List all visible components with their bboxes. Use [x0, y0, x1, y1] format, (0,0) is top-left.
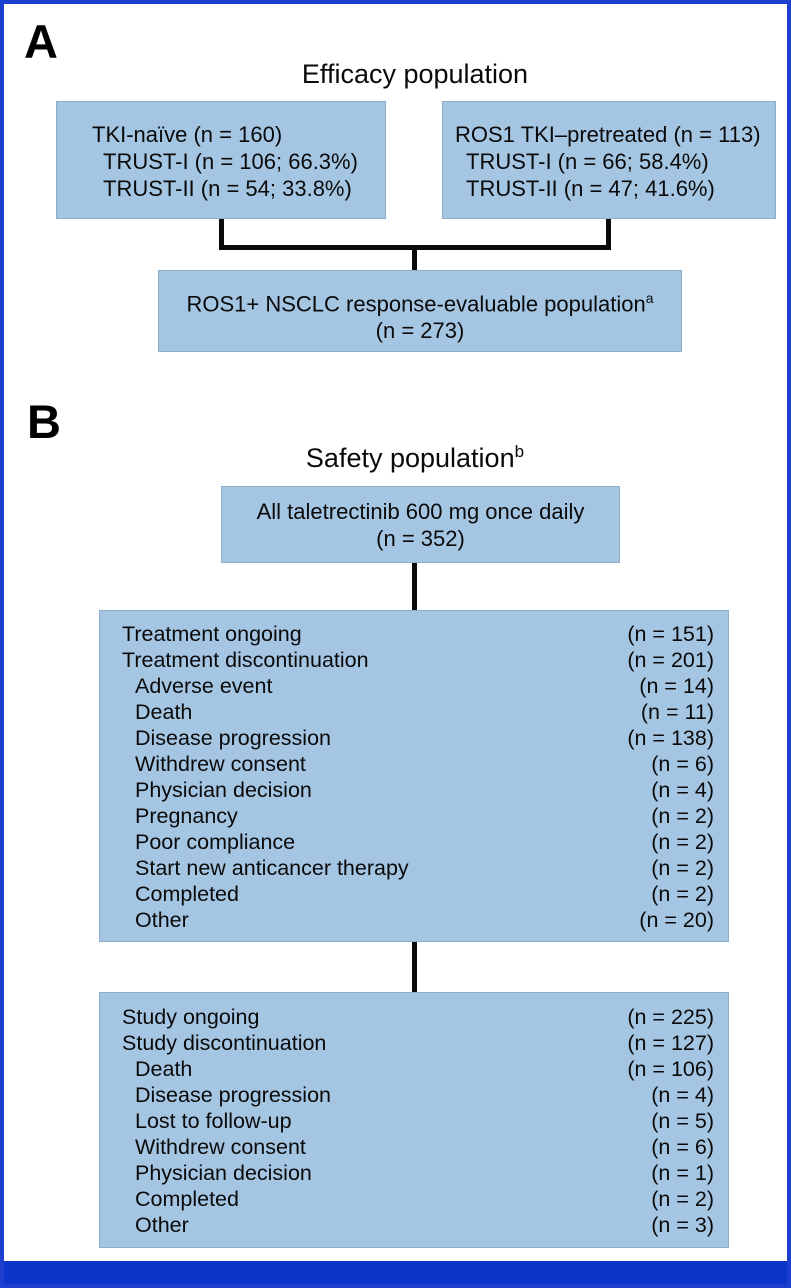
study-row: Completed (n = 2)	[122, 1186, 714, 1212]
row-label: Withdrew consent	[135, 752, 306, 776]
row-label: Death	[135, 700, 193, 724]
row-value: (n = 2)	[651, 1187, 714, 1211]
study-row: Study ongoing (n = 225)	[122, 1004, 714, 1030]
row-value: (n = 201)	[627, 648, 714, 672]
row-value: (n = 127)	[627, 1031, 714, 1055]
tki-naive-line-3: TRUST-II (n = 54; 33.8%)	[103, 176, 352, 201]
treatment-row: Physician decision (n = 4)	[122, 777, 714, 803]
row-label: Other	[135, 908, 189, 932]
row-value: (n = 6)	[651, 752, 714, 776]
panel-b-label: B	[27, 395, 61, 448]
study-row: Disease progression (n = 4)	[122, 1082, 714, 1108]
tki-naive-line-2: TRUST-I (n = 106; 66.3%)	[103, 149, 358, 174]
dose-box: All taletrectinib 600 mg once daily (n =…	[221, 486, 620, 563]
treatment-row: Treatment ongoing (n = 151)	[122, 621, 714, 647]
treatment-row: Death (n = 11)	[122, 699, 714, 725]
panel-a-title: Efficacy population	[35, 59, 787, 90]
row-label: Physician decision	[135, 1161, 312, 1185]
panel-b-title-text: Safety population	[305, 443, 515, 473]
row-value: (n = 14)	[639, 674, 714, 698]
row-label: Disease progression	[135, 726, 331, 750]
study-row: Lost to follow-up (n = 5)	[122, 1108, 714, 1134]
connector-a-left-vertical	[219, 219, 224, 250]
row-label: Disease progression	[135, 1083, 331, 1107]
study-row: Other (n = 3)	[122, 1212, 714, 1238]
connector-b-upper-vertical	[412, 563, 417, 610]
study-row: Study discontinuation (n = 127)	[122, 1030, 714, 1056]
treatment-row: Pregnancy (n = 2)	[122, 803, 714, 829]
row-label: Other	[135, 1213, 189, 1237]
row-value: (n = 2)	[651, 856, 714, 880]
row-value: (n = 11)	[640, 700, 714, 724]
row-label: Withdrew consent	[135, 1135, 306, 1159]
row-value: (n = 151)	[627, 622, 714, 646]
row-label: Start new anticancer therapy	[135, 856, 409, 880]
treatment-row: Start new anticancer therapy (n = 2)	[122, 855, 714, 881]
row-label: Adverse event	[135, 674, 273, 698]
row-value: (n = 4)	[651, 778, 714, 802]
tki-naive-box: TKI-naïve (n = 160) TRUST-I (n = 106; 66…	[56, 101, 386, 219]
row-value: (n = 2)	[651, 830, 714, 854]
row-label: Completed	[135, 882, 239, 906]
tki-pretreated-box: ROS1 TKI–pretreated (n = 113) TRUST-I (n…	[442, 101, 776, 219]
row-label: Physician decision	[135, 778, 312, 802]
tki-pretreated-line-3: TRUST-II (n = 47; 41.6%)	[466, 176, 715, 201]
treatment-disposition-box: Treatment ongoing (n = 151) Treatment dis…	[99, 610, 729, 942]
row-value: (n = 4)	[651, 1083, 714, 1107]
row-value: (n = 6)	[651, 1135, 714, 1159]
row-value: (n = 3)	[651, 1213, 714, 1237]
treatment-row: Completed (n = 2)	[122, 881, 714, 907]
tki-pretreated-line-1: ROS1 TKI–pretreated (n = 113)	[455, 122, 761, 147]
row-label: Poor compliance	[135, 830, 296, 854]
dose-line-1: All taletrectinib 600 mg once daily	[256, 499, 585, 524]
panel-a-label: A	[24, 15, 58, 68]
row-label: Completed	[135, 1187, 239, 1211]
row-value: (n = 1)	[651, 1161, 714, 1185]
panel-b-title: Safety populationb	[35, 442, 787, 474]
connector-a-center-vertical	[412, 245, 417, 270]
response-evaluable-text: ROS1+ NSCLC response-evaluable populatio…	[186, 291, 646, 317]
tki-naive-line-1: TKI-naïve (n = 160)	[92, 122, 283, 147]
row-label: Pregnancy	[135, 804, 238, 828]
connector-b-lower-vertical	[412, 942, 417, 992]
treatment-row: Disease progression (n = 138)	[122, 725, 714, 751]
treatment-row: Withdrew consent (n = 6)	[122, 751, 714, 777]
treatment-row: Poor compliance (n = 2)	[122, 829, 714, 855]
connector-a-right-vertical	[606, 219, 611, 250]
row-value: (n = 225)	[627, 1005, 714, 1029]
response-evaluable-line-1: ROS1+ NSCLC response-evaluable populatio…	[159, 285, 681, 317]
study-row: Withdrew consent (n = 6)	[122, 1134, 714, 1160]
response-evaluable-box: ROS1+ NSCLC response-evaluable populatio…	[158, 270, 682, 352]
row-label: Treatment discontinuation	[122, 648, 369, 672]
row-label: Treatment ongoing	[122, 622, 302, 646]
study-disposition-box: Study ongoing (n = 225) Study discontinua…	[99, 992, 729, 1248]
row-label: Death	[135, 1057, 193, 1081]
row-value: (n = 106)	[627, 1057, 714, 1081]
row-value: (n = 138)	[627, 726, 714, 750]
row-value: (n = 2)	[651, 882, 714, 906]
tki-pretreated-line-2: TRUST-I (n = 66; 58.4%)	[466, 149, 709, 174]
row-label: Study discontinuation	[122, 1031, 327, 1055]
study-row: Death (n = 106)	[122, 1056, 714, 1082]
footnote-b-superscript: b	[514, 442, 525, 461]
footnote-a-superscript: a	[645, 290, 654, 306]
dose-line-2: (n = 352)	[376, 526, 465, 551]
treatment-row: Adverse event (n = 14)	[122, 673, 714, 699]
row-value: (n = 2)	[651, 804, 714, 828]
bottom-blue-bar	[4, 1261, 787, 1284]
response-evaluable-line-2: (n = 273)	[375, 318, 465, 344]
treatment-row: Treatment discontinuation (n = 201)	[122, 647, 714, 673]
panel-a-title-text: Efficacy population	[301, 59, 529, 89]
treatment-row: Other (n = 20)	[122, 907, 714, 933]
row-label: Lost to follow-up	[135, 1109, 292, 1133]
row-value: (n = 20)	[639, 908, 714, 932]
row-label: Study ongoing	[122, 1005, 260, 1029]
study-row: Physician decision (n = 1)	[122, 1160, 714, 1186]
row-value: (n = 5)	[651, 1109, 714, 1133]
